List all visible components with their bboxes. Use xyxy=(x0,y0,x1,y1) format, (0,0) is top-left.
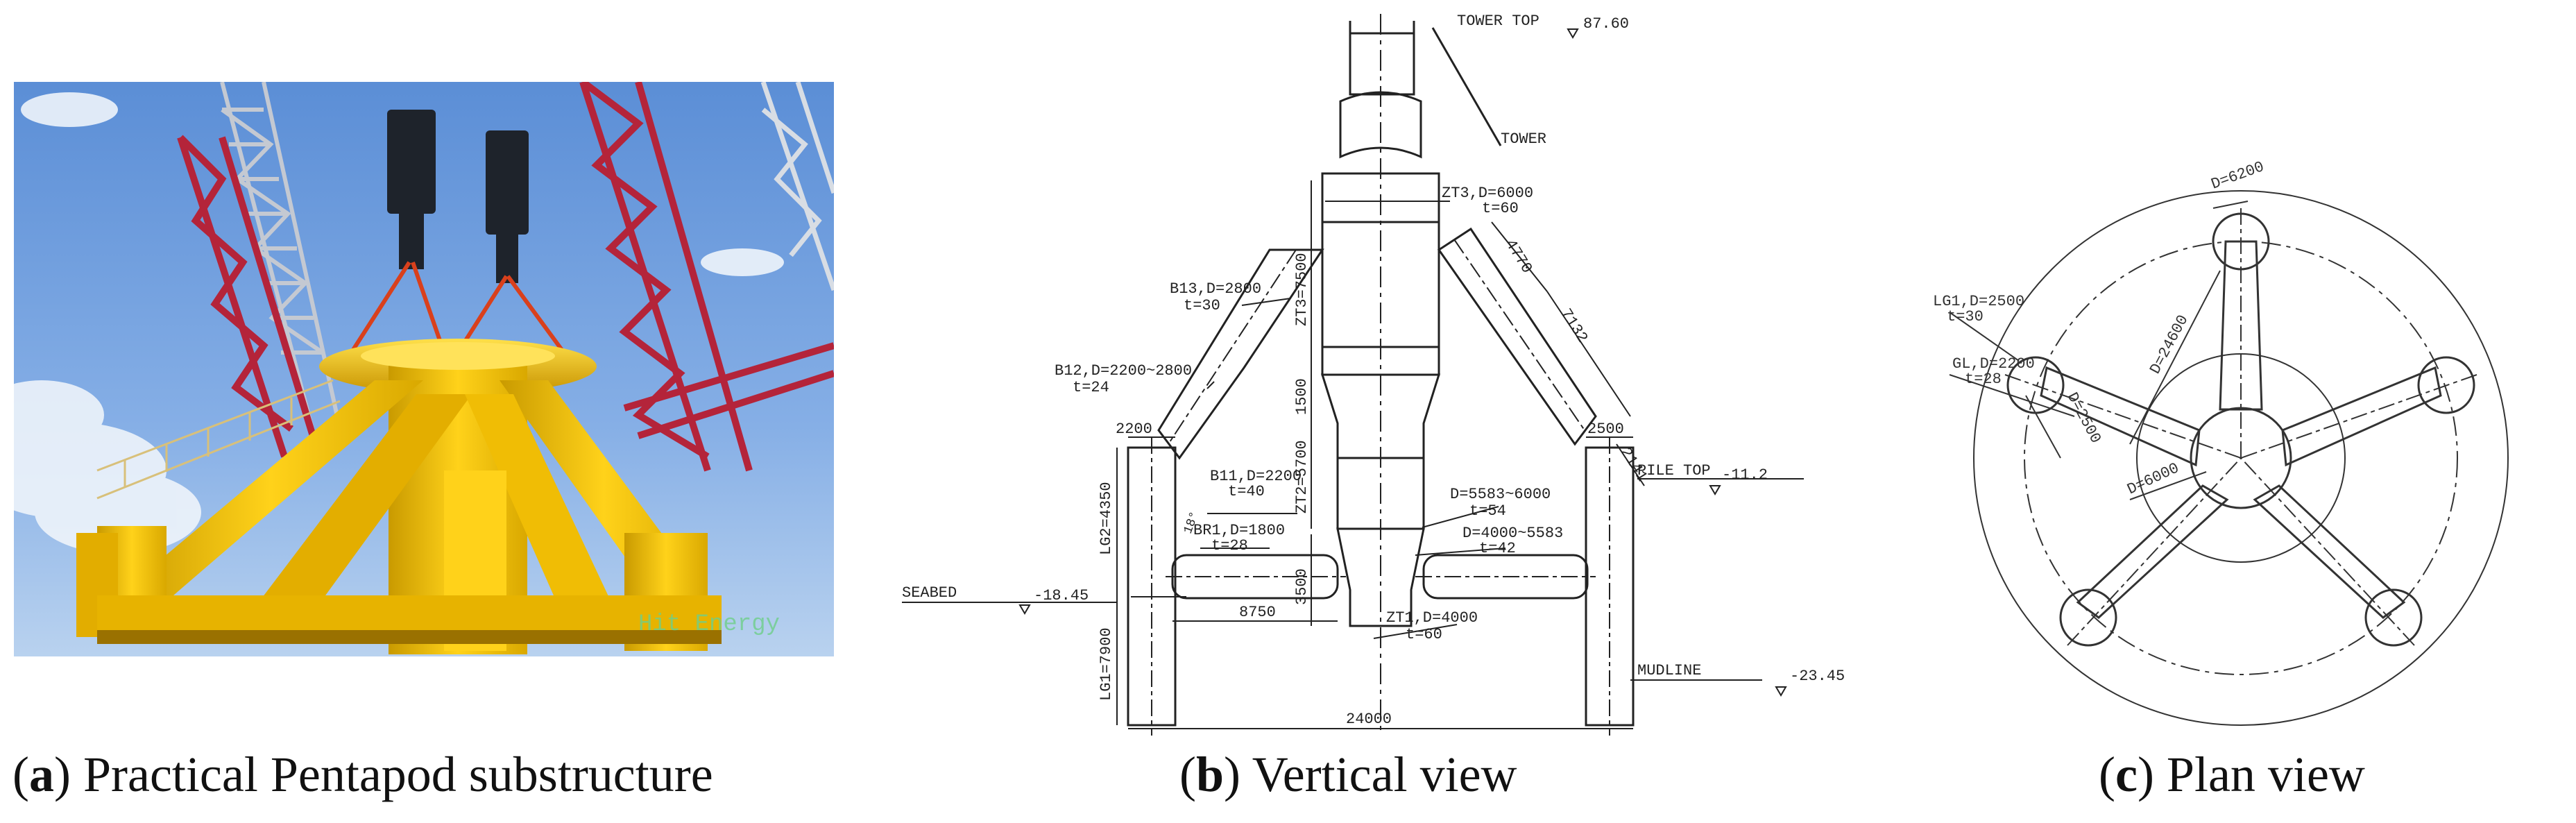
seabed-label: SEABED xyxy=(902,584,957,602)
tower-top-level: 87.60 xyxy=(1583,15,1629,33)
leader-lines xyxy=(1949,201,2249,500)
center-lines xyxy=(2004,208,2477,646)
zt3-label: ZT3,D=6000 xyxy=(1442,185,1533,202)
lg1-thickness: t=30 xyxy=(1947,308,1984,325)
lg1-label: LG1,D=2500 xyxy=(1933,293,2024,310)
photo-panel: Hit Energy xyxy=(0,79,837,656)
gl-label: GL,D=2200 xyxy=(1952,355,2035,373)
dim-lg1: LG1=7900 xyxy=(1098,627,1115,701)
b13-thickness: t=30 xyxy=(1184,297,1220,314)
caption-a-text: ) Practical Pentapod substructure xyxy=(53,747,713,802)
dim-zt2: ZT2=5700 xyxy=(1293,440,1311,514)
outer-circle xyxy=(1973,190,2509,726)
dim-8750: 8750 xyxy=(1239,604,1276,621)
d-lower-label: D=4000~5583 xyxy=(1462,525,1563,542)
gl-thickness: t=28 xyxy=(1965,371,2002,388)
pile-sleeve-left xyxy=(1127,437,1177,736)
dim-7132: 7132 xyxy=(1557,305,1591,346)
d-2500: D=2500 xyxy=(2063,390,2104,447)
d-upper-thickness: t=54 xyxy=(1469,502,1506,520)
vertical-view-panel: TOWER TOP 87.60 TOWER ZT3,D=6000 t=60 B1… xyxy=(881,0,1866,749)
caption-c-text: ) Plan view xyxy=(2137,747,2365,802)
tower-label: TOWER xyxy=(1501,130,1546,148)
upper-brace-left xyxy=(1157,248,1324,460)
dim-zt3: ZT3=7500 xyxy=(1293,253,1311,326)
yellow-structure xyxy=(76,339,722,654)
caption-b-text: ) Vertical view xyxy=(1224,747,1517,802)
crane-hooks xyxy=(387,110,529,283)
dim-1500: 1500 xyxy=(1293,378,1311,415)
mudline-level: -23.45 xyxy=(1790,668,1845,685)
dim-3500: 3500 xyxy=(1293,568,1311,605)
lower-brace-right xyxy=(1415,554,1596,600)
pile-top-label: PILE TOP xyxy=(1637,462,1711,480)
dim-4770: 4770 xyxy=(1501,236,1535,276)
d-lower-thickness: t=42 xyxy=(1479,540,1516,557)
clouds xyxy=(0,92,784,554)
top-diameter: D=6200 xyxy=(2209,158,2267,194)
d-6000: D=6000 xyxy=(2124,459,2181,498)
level-markers xyxy=(1018,28,1787,697)
d-upper-label: D=5583~6000 xyxy=(1450,486,1551,503)
arms xyxy=(2040,240,2442,619)
central-column xyxy=(1320,172,1441,627)
crane-lattice-right xyxy=(760,80,837,291)
plan-view-panel: D=6200 D=24600 LG1,D=2500 t=30 GL,D=2200… xyxy=(1922,69,2574,749)
dim-lg2: LG2=4350 xyxy=(1098,482,1115,555)
dimension-lines xyxy=(902,180,1804,729)
b13-label: B13,D=2800 xyxy=(1170,280,1261,298)
br1-thickness: t=28 xyxy=(1211,537,1248,554)
lower-brace-left xyxy=(1166,554,1346,600)
caption-b-letter: b xyxy=(1195,747,1225,802)
vertical-view-drawing: TOWER TOP 87.60 TOWER ZT3,D=6000 t=60 B1… xyxy=(902,12,1845,736)
railing xyxy=(96,379,341,500)
dim-2500: 2500 xyxy=(1587,421,1624,438)
red-crane xyxy=(177,79,835,472)
zt1-label: ZT1,D=4000 xyxy=(1386,609,1478,627)
pentapod-photo: Hit Energy xyxy=(0,79,837,656)
seabed-level: -18.45 xyxy=(1034,587,1089,604)
zt1-thickness: t=60 xyxy=(1406,626,1442,643)
caption-c-letter: c xyxy=(2115,747,2138,802)
pile-sleeve-right xyxy=(1585,437,1635,736)
watermark: Hit Energy xyxy=(638,611,780,638)
br1-label: BR1,D=1800 xyxy=(1193,522,1285,539)
b11-label: B11,D=2200 xyxy=(1210,468,1302,485)
b12-thickness: t=24 xyxy=(1073,379,1109,396)
b11-thickness: t=40 xyxy=(1228,483,1265,500)
dim-2200: 2200 xyxy=(1116,421,1152,438)
tower-top-label: TOWER TOP xyxy=(1457,12,1539,30)
caption-b: (b) Vertical view xyxy=(1179,747,1517,802)
dim-24000: 24000 xyxy=(1346,711,1392,728)
plan-view-drawing: D=6200 D=24600 LG1,D=2500 t=30 GL,D=2200… xyxy=(1933,158,2509,726)
caption-a-letter: a xyxy=(28,747,54,802)
zt3-thickness: t=60 xyxy=(1482,200,1519,217)
caption-c: (c) Plan view xyxy=(2099,747,2365,802)
caption-a: (a) Practical Pentapod substructure xyxy=(12,747,713,802)
mudline-label: MUDLINE xyxy=(1637,662,1701,679)
pile-top-level: -11.2 xyxy=(1722,466,1768,484)
b12-label: B12,D=2200~2800 xyxy=(1055,362,1192,380)
upper-brace-right xyxy=(1437,227,1597,446)
